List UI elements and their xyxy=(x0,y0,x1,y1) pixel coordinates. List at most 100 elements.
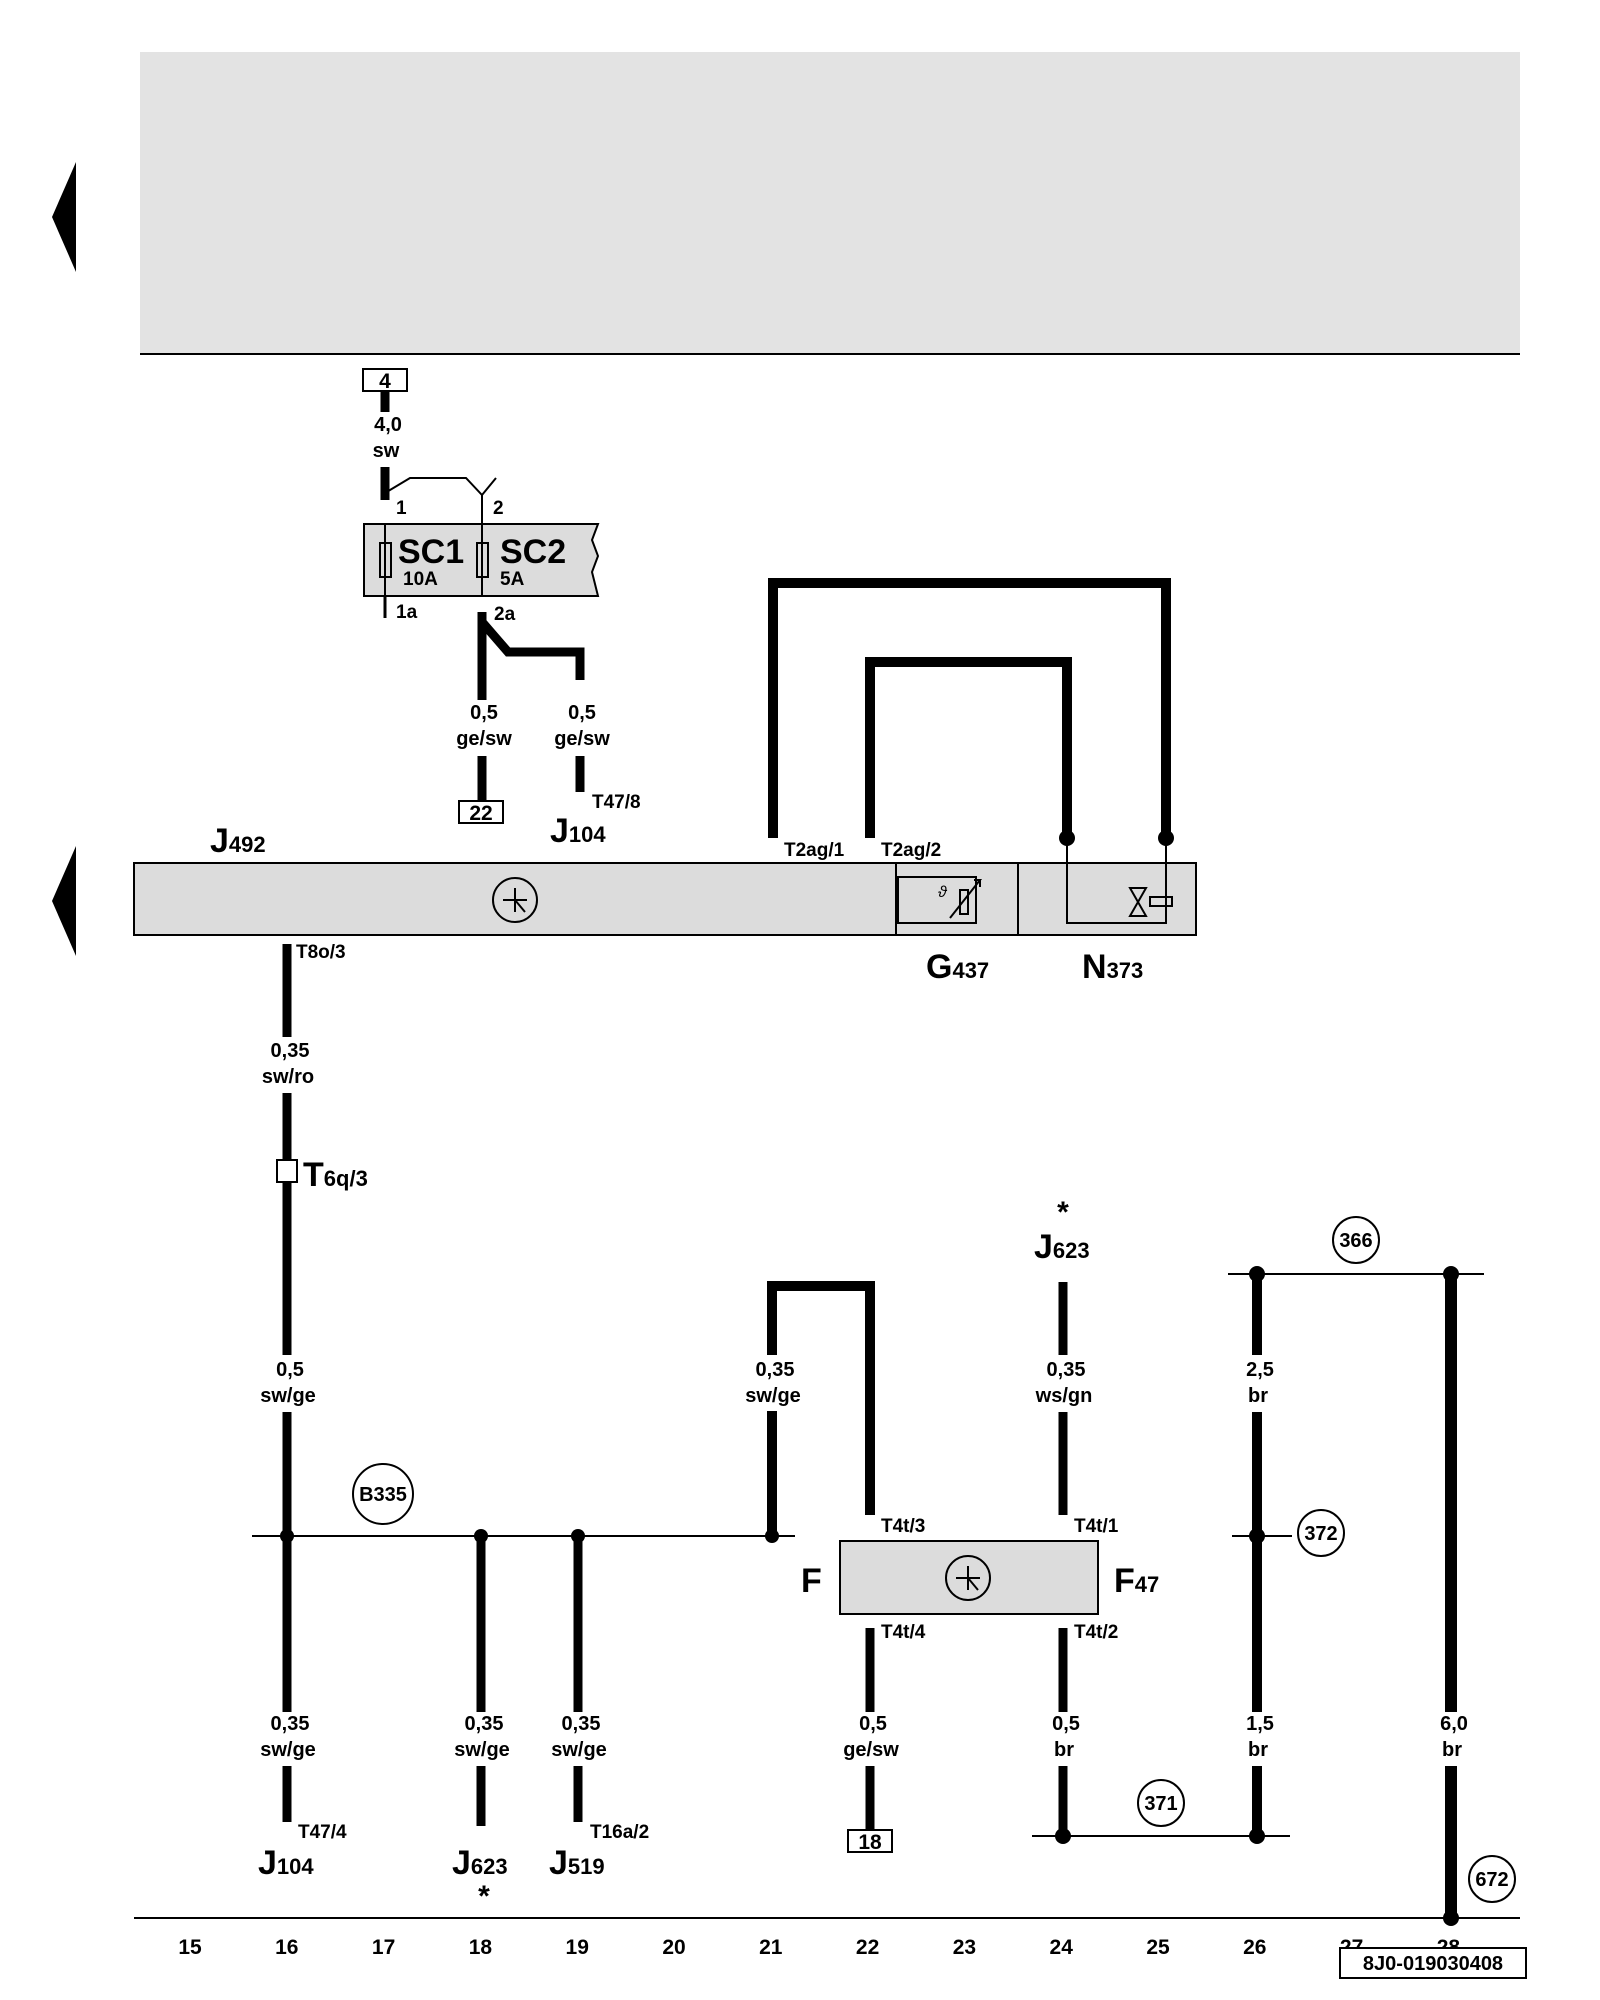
fuse-pin-1: 1 xyxy=(396,498,407,519)
theta-glyph: ϑ xyxy=(938,884,948,901)
g437-label: G437 xyxy=(926,948,989,986)
j623-top-label: J623 xyxy=(1034,1228,1090,1266)
j519-label: J519 xyxy=(549,1844,605,1882)
wire-21-size: 0,35 xyxy=(756,1359,795,1381)
track-number: 25 xyxy=(1146,1936,1170,1959)
j104-bottom-label: J104 xyxy=(258,1844,314,1882)
wire-19-dn-color: sw/ge xyxy=(551,1739,607,1761)
conn-t47-4: T47/4 xyxy=(298,1822,347,1843)
track-number: 17 xyxy=(372,1936,395,1959)
wire-loop-outer xyxy=(768,578,1171,838)
splice-26-372 xyxy=(1249,1528,1265,1544)
wire-26-up-size: 2,5 xyxy=(1246,1359,1274,1381)
wire-19-dn-size: 0,35 xyxy=(562,1713,601,1735)
conn-t4t3: T4t/3 xyxy=(881,1516,925,1537)
conn-t2ag1: T2ag/1 xyxy=(784,840,845,861)
asterisk-top: * xyxy=(1057,1196,1069,1229)
conn-t4t2: T4t/2 xyxy=(1074,1622,1118,1643)
wire-fuse-a-size: 0,5 xyxy=(470,702,498,724)
ref-top-label: 4 xyxy=(379,370,391,393)
ground-372-label: 372 xyxy=(1304,1523,1337,1545)
control-unit-icon xyxy=(492,877,538,923)
track-number: 23 xyxy=(953,1936,976,1959)
wire-16-up-color: sw/ge xyxy=(260,1385,316,1407)
wire-24-up-color: ws/gn xyxy=(1035,1385,1093,1407)
fuse-pin-2: 2 xyxy=(493,498,504,519)
wire-top-color: sw xyxy=(373,440,400,462)
wire-18-dn-color: sw/ge xyxy=(454,1739,510,1761)
fuse1-rating: 10A xyxy=(403,569,438,590)
wire-24-up-size: 0,35 xyxy=(1047,1359,1086,1381)
track-number: 16 xyxy=(275,1936,298,1959)
splice-16 xyxy=(280,1529,294,1543)
t6q-connector-icon xyxy=(276,1159,298,1183)
fuse-bridge xyxy=(384,477,497,497)
wire-28-color: br xyxy=(1442,1739,1462,1761)
brake-switch-icon xyxy=(945,1555,991,1601)
previous-page-arrow-icon[interactable] xyxy=(52,162,76,272)
conn-t4t4: T4t/4 xyxy=(881,1622,926,1643)
splice-24-371 xyxy=(1055,1828,1071,1844)
asterisk-bottom: * xyxy=(478,1880,490,1913)
continue-arrow-icon[interactable] xyxy=(52,846,76,956)
track-number: 20 xyxy=(662,1936,685,1959)
wire-t8o-size: 0,35 xyxy=(271,1040,310,1062)
j623-bottom-label: J623 xyxy=(452,1844,508,1882)
wire-top-size: 4,0 xyxy=(374,414,402,436)
t6q-label: T6q/3 xyxy=(303,1156,368,1194)
ground-b335-label: B335 xyxy=(359,1484,407,1506)
track-number: 26 xyxy=(1243,1936,1266,1959)
valve-wiring xyxy=(1066,838,1167,924)
track-number: 22 xyxy=(856,1936,879,1959)
wire-16-dn-size: 0,35 xyxy=(271,1713,310,1735)
track-number: 19 xyxy=(566,1936,589,1959)
conn-t16a-2: T16a/2 xyxy=(590,1822,649,1843)
valve-solenoid xyxy=(1149,896,1173,907)
sensor-resistor xyxy=(959,889,969,915)
ground-372 xyxy=(1297,1509,1345,1557)
fuse2-label: SC2 xyxy=(500,533,566,571)
sensor-arrow xyxy=(949,879,983,919)
f-label: F xyxy=(801,1562,822,1600)
j492-label: J492 xyxy=(210,822,266,860)
ref-mid-label: 22 xyxy=(469,802,492,825)
track-number: 24 xyxy=(1050,1936,1074,1959)
f47-label: F47 xyxy=(1114,1562,1159,1600)
ground-672 xyxy=(1468,1855,1516,1903)
wire-loop-inner xyxy=(865,657,1072,838)
header-panel xyxy=(140,52,1520,354)
wire-26-up-color: br xyxy=(1248,1385,1268,1407)
ground-366 xyxy=(1332,1216,1380,1264)
wire-t8o-color: sw/ro xyxy=(262,1066,314,1088)
wire-21-label-bg xyxy=(735,1355,810,1411)
doc-id: 8J0-019030408 xyxy=(1363,1953,1503,1975)
j492-box xyxy=(133,862,1197,936)
track-number-row: 1516171819202122232425262728 xyxy=(178,1936,1460,1959)
fuse-pin-1a: 1a xyxy=(396,602,418,623)
fuse-pin-2a: 2a xyxy=(494,604,516,625)
ground-b335 xyxy=(352,1463,414,1525)
wire-22-dn-size: 0,5 xyxy=(859,1713,887,1735)
ground-371-label: 371 xyxy=(1144,1793,1177,1815)
fuse1-label: SC1 xyxy=(398,533,464,571)
ref-box-mid xyxy=(458,800,504,824)
valve-icon xyxy=(1128,887,1148,917)
ground-366-label: 366 xyxy=(1339,1230,1372,1252)
fuse2-rating: 5A xyxy=(500,569,525,590)
j104-top-label: J104 xyxy=(550,812,606,850)
wire-26-dn-size: 1,5 xyxy=(1246,1713,1274,1735)
conn-t2ag2: T2ag/2 xyxy=(881,840,941,861)
conn-t47-8: T47/8 xyxy=(592,792,641,813)
control-unit-symbol xyxy=(503,888,527,913)
wire-fuse-b-size: 0,5 xyxy=(568,702,596,724)
wire-26-dn-color: br xyxy=(1248,1739,1268,1761)
track-number: 15 xyxy=(178,1936,202,1959)
ground-672-label: 672 xyxy=(1475,1869,1508,1891)
wire-fuse-b-color: ge/sw xyxy=(554,728,610,750)
conn-t4t1: T4t/1 xyxy=(1074,1516,1119,1537)
wire-fuse-split xyxy=(477,612,585,680)
wire-28-size: 6,0 xyxy=(1440,1713,1468,1735)
wire-fuse-a-color: ge/sw xyxy=(456,728,512,750)
ref-box-bottom xyxy=(847,1829,893,1853)
